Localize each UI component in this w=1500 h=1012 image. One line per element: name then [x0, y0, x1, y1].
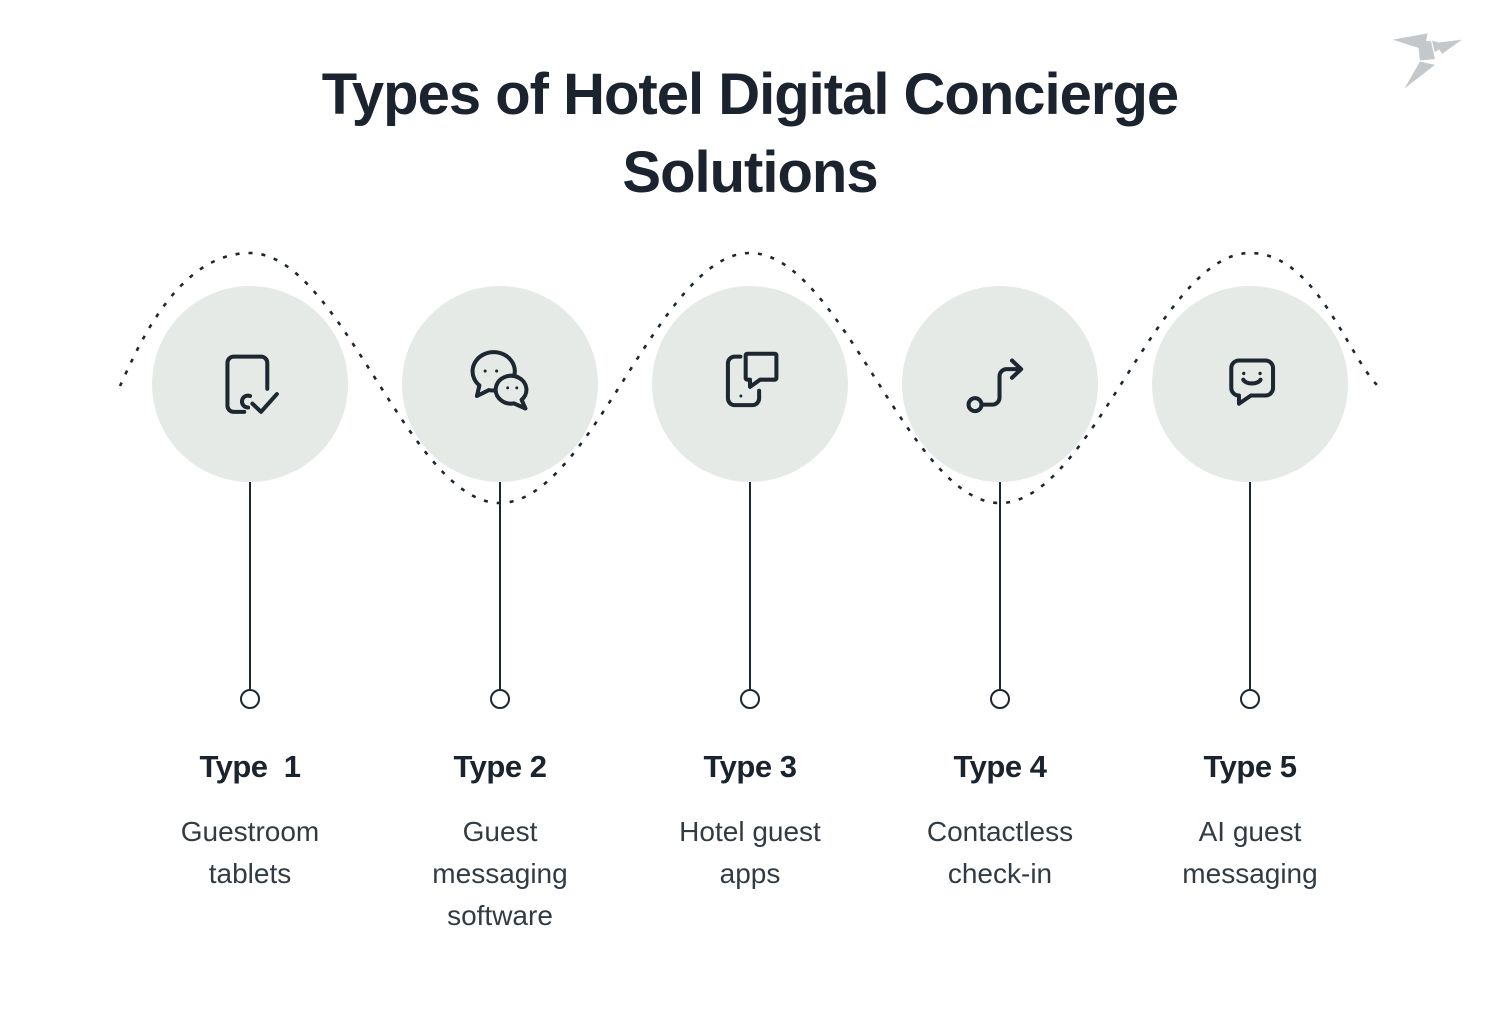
connector-stem: [748, 482, 752, 689]
type-4-description: Contactless check-in: [926, 816, 1074, 889]
page-title-line1: Types of Hotel Digital Concierge: [321, 62, 1179, 127]
connector-stem: [998, 482, 1002, 689]
route-arrow-icon: [966, 358, 1024, 414]
connector-ring: [990, 689, 1010, 709]
connector-ring: [240, 689, 260, 709]
connector-ring: [1240, 689, 1260, 709]
type-column-5: Type 5 AI guest messaging: [1125, 286, 1375, 895]
chat-bubbles-icon: [470, 350, 529, 411]
type-3-description: Hotel guest apps: [679, 816, 821, 889]
tablet-check-icon: [225, 354, 279, 414]
type-1-description: Guestroom tablets: [180, 816, 320, 889]
type-3-label: Type 3: [703, 749, 797, 784]
page-title: Types of Hotel Digital Concierge Solutio…: [0, 56, 1500, 212]
type-2-description: Guest messaging software: [432, 816, 568, 931]
type-4-circle: [902, 286, 1098, 482]
type-3-circle: [652, 286, 848, 482]
phone-chat-icon: [725, 351, 779, 408]
connector-stem: [1248, 482, 1252, 689]
connector-ring: [740, 689, 760, 709]
type-4-label: Type 4: [953, 749, 1047, 784]
type-5-description: AI guest messaging: [1182, 816, 1318, 889]
type-1-label: Type 1: [199, 749, 301, 784]
type-2-circle: [402, 286, 598, 482]
type-column-3: Type 3 Hotel guest apps: [625, 286, 875, 895]
type-column-1: Type 1 Guestroom tablets: [125, 286, 375, 895]
type-5-circle: [1152, 286, 1348, 482]
connector-stem: [498, 482, 502, 689]
origami-bird-logo: [1386, 20, 1478, 100]
type-1-circle: [152, 286, 348, 482]
type-5-label: Type 5: [1203, 749, 1297, 784]
smiley-chat-icon: [1229, 358, 1276, 406]
type-2-label: Type 2: [453, 749, 547, 784]
type-column-2: Type 2 Guest messaging software: [375, 286, 625, 937]
origami-bird-icon: [1392, 33, 1463, 89]
type-column-4: Type 4 Contactless check-in: [875, 286, 1125, 895]
page-title-line2: Solutions: [622, 140, 878, 205]
connector-ring: [490, 689, 510, 709]
connector-stem: [248, 482, 252, 689]
